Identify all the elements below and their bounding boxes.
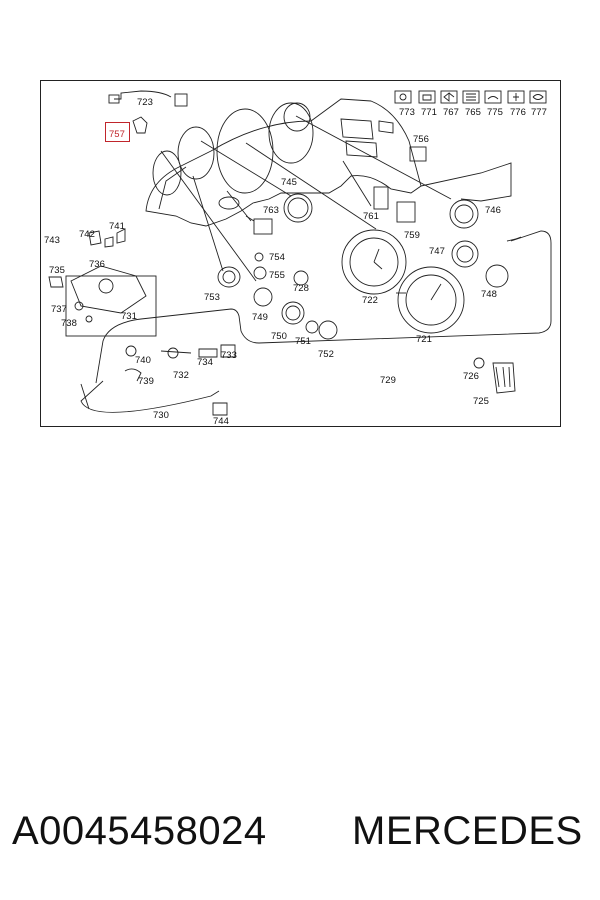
footer: A0045458024 MERCEDES (0, 805, 600, 865)
callout-736: 736 (89, 259, 105, 270)
diagram-drawing (48, 90, 552, 416)
coolant-icon (507, 90, 525, 104)
callout-737: 737 (51, 304, 67, 315)
glow-plug-icon (529, 90, 547, 104)
callout-751: 751 (295, 336, 311, 347)
turn-signal-icon (440, 90, 458, 104)
callout-746: 746 (485, 205, 501, 216)
callout-743: 743 (44, 235, 60, 246)
callout-744: 744 (213, 416, 229, 427)
highlight-box (105, 122, 130, 142)
symbol-callout-775: 775 (487, 107, 503, 118)
callout-738: 738 (61, 318, 77, 329)
callout-752: 752 (318, 349, 334, 360)
callout-735: 735 (49, 265, 65, 276)
part-number: A0045458024 (12, 809, 267, 853)
callout-731: 731 (121, 311, 137, 322)
callout-741: 741 (109, 221, 125, 232)
callout-756: 756 (413, 134, 429, 145)
symbol-callout-771: 771 (421, 107, 437, 118)
callout-747: 747 (429, 246, 445, 257)
callout-755: 755 (269, 270, 285, 281)
symbol-callout-765: 765 (465, 107, 481, 118)
callout-763: 763 (263, 205, 279, 216)
battery-charge-icon (418, 90, 436, 104)
callout-748: 748 (481, 289, 497, 300)
callout-759: 759 (404, 230, 420, 241)
callout-754: 754 (269, 252, 285, 263)
callout-739: 739 (138, 376, 154, 387)
symbol-callout-773: 773 (399, 107, 415, 118)
callout-728: 728 (293, 283, 309, 294)
symbol-callout-776: 776 (510, 107, 526, 118)
callout-742: 742 (79, 229, 95, 240)
callout-734: 734 (197, 357, 213, 368)
brake-warning-icon (394, 90, 412, 104)
callout-745: 745 (281, 177, 297, 188)
callout-725: 725 (473, 396, 489, 407)
callout-750: 750 (271, 331, 287, 342)
callout-757: 757 (109, 129, 125, 140)
high-beam-icon (462, 90, 480, 104)
callout-733: 733 (221, 350, 237, 361)
callout-730: 730 (153, 410, 169, 421)
callout-761: 761 (363, 211, 379, 222)
callout-749: 749 (252, 312, 268, 323)
callout-723: 723 (137, 97, 153, 108)
callout-721: 721 (416, 334, 432, 345)
callout-740: 740 (135, 355, 151, 366)
oil-level-icon (484, 90, 502, 104)
parts-diagram: 723 757 756 745 763 761 759 746 747 748 741 742 743 7… (40, 80, 561, 427)
callout-726: 726 (463, 371, 479, 382)
dashboard-panel (145, 98, 512, 227)
symbol-callout-777: 777 (531, 107, 547, 118)
symbol-callout-767: 767 (443, 107, 459, 118)
callout-732: 732 (173, 370, 189, 381)
callout-729: 729 (380, 375, 396, 386)
callout-722: 722 (362, 295, 378, 306)
callout-753: 753 (204, 292, 220, 303)
brand-name: MERCEDES (352, 809, 583, 853)
